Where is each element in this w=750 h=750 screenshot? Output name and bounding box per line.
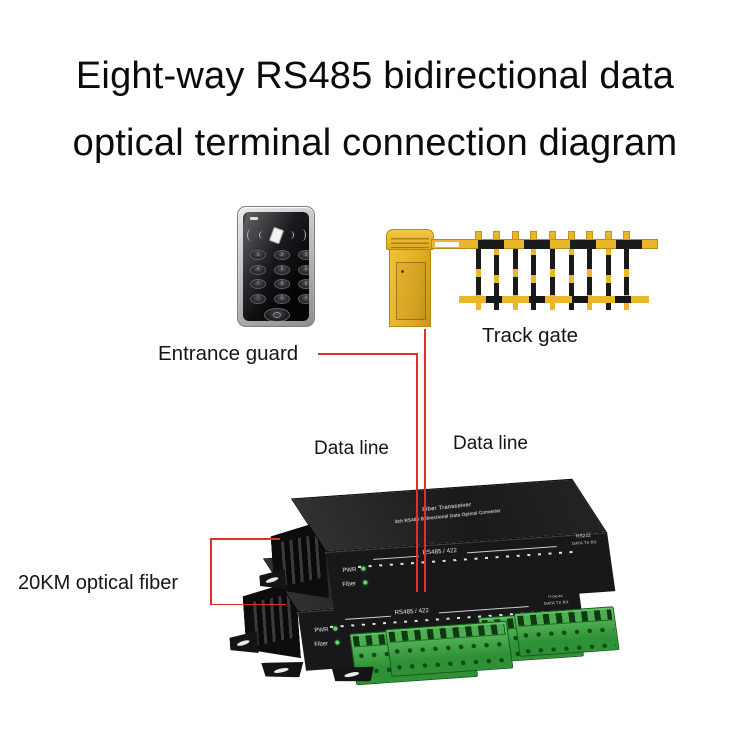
connector-entrance-horizontal [318, 353, 418, 355]
keypad-key: 3 [298, 250, 309, 260]
mounting-ear [332, 665, 375, 684]
fence-post-top [549, 231, 556, 240]
gate-cabinet-cap [386, 229, 434, 250]
keypad-key: 1 [250, 250, 266, 260]
rfid-card-icon [268, 226, 284, 244]
keypad-key: 2 [274, 250, 290, 260]
rfid-wave-left-icon [258, 231, 267, 239]
fiber-led [335, 640, 340, 645]
page-title-line1: Eight-way RS485 bidirectional data [75, 55, 675, 97]
keypad-key: 6 [298, 264, 309, 275]
keypad-key: 8 [274, 279, 290, 289]
entrance-guard-label: Entrance guard [158, 342, 299, 365]
connector-data-line-right [424, 329, 426, 592]
fence-post-top [586, 231, 593, 240]
keypad-key: 0 [274, 293, 290, 304]
fence-bottom-rail [459, 296, 649, 303]
fence-post-top [530, 231, 537, 240]
fence-bar [606, 249, 611, 310]
terminal-block-left [384, 620, 514, 677]
fence-bar [569, 249, 574, 310]
rfid-wave-right-icon [286, 231, 294, 239]
terminal-block-right [513, 606, 620, 657]
panel-bracket-line [373, 555, 420, 560]
fiber-label: Fiber [314, 641, 329, 649]
fence-bar [494, 249, 499, 310]
gate-arm-black-segment [478, 239, 504, 249]
rfid-wave-left-icon [246, 229, 255, 241]
fence-post-top [493, 231, 500, 240]
gate-arm-white-segment [434, 240, 460, 248]
keypad-status-led [250, 217, 258, 220]
track-gate-label: Track gate [481, 324, 579, 347]
connector-data-line-left [416, 353, 418, 592]
fence-bar [513, 249, 518, 310]
keypad-keys: 1 2 3 4 5 6 7 8 9 * 0 # [250, 250, 309, 304]
keypad-key: 9 [298, 279, 309, 289]
fence-post-top [512, 231, 519, 240]
fence-post-top [605, 231, 612, 240]
gate-arm-black-segment [616, 239, 642, 249]
rs232-label-group: RS232 DATA TX RX [561, 533, 606, 547]
optical-fiber-label: 20KM optical fiber [18, 572, 179, 594]
mounting-ear [261, 660, 304, 680]
keypad-key: * [250, 293, 266, 304]
gate-arm-black-segment [524, 239, 550, 249]
mounting-ear [229, 631, 258, 655]
keypad-key: # [298, 293, 309, 304]
data-line-label-right: Data line [453, 433, 528, 454]
fiber-led [363, 580, 368, 585]
fence-bar [476, 249, 481, 310]
page-title-line2: optical terminal connection diagram [72, 122, 678, 164]
fence-bar [550, 249, 555, 310]
keypad-key: 4 [250, 264, 266, 275]
fence-bar [624, 249, 629, 310]
fiber-bracket-left [210, 538, 212, 605]
keypad-key: 7 [250, 279, 266, 289]
fiber-bracket-top [210, 538, 280, 540]
fence-post-top [623, 231, 630, 240]
fence-post-top [568, 231, 575, 240]
access-keypad: 1 2 3 4 5 6 7 8 9 * 0 # [237, 206, 315, 327]
fence-post-top [475, 231, 482, 240]
fence-bar [531, 249, 536, 310]
pwr-label: PWR [314, 627, 329, 635]
gate-cabinet-lock-dot [401, 270, 404, 273]
doorbell-button-icon [264, 308, 290, 321]
gate-arm-black-segment [570, 239, 596, 249]
rfid-wave-right-icon [298, 229, 306, 241]
pwr-label: PWR [342, 567, 357, 575]
fiber-bracket-bottom [210, 603, 286, 606]
device-top-print: Fiber Transceiver 8ch RS485 Bidirectiona… [312, 491, 582, 533]
keypad-key: 5 [274, 264, 290, 275]
optical-terminal-upper: Fiber Transceiver 8ch RS485 Bidirectiona… [264, 474, 622, 677]
fiber-label: Fiber [342, 581, 357, 589]
keypad-face: 1 2 3 4 5 6 7 8 9 * 0 # [243, 212, 309, 321]
data-line-label-left: Data line [314, 438, 389, 459]
rfid-reader-icon [243, 226, 309, 244]
rs485-label: RS485 / 422 [422, 547, 458, 557]
fence-bar [587, 249, 592, 310]
